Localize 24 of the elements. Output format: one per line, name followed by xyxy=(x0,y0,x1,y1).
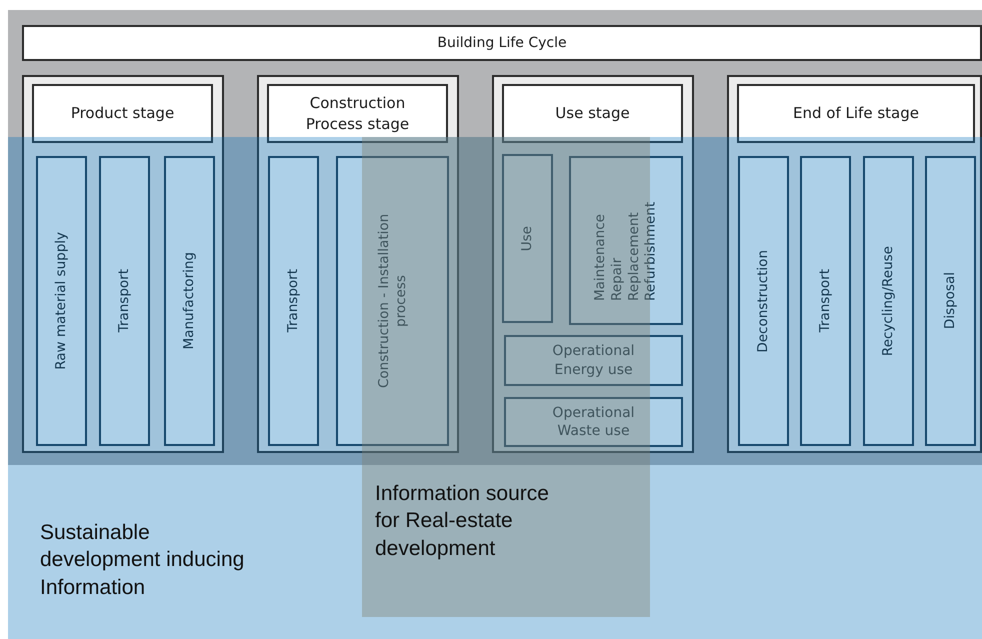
stage-panel xyxy=(727,75,982,453)
stage-panel xyxy=(22,75,224,453)
substage-box: Recycling/Reuse xyxy=(863,156,914,446)
overlay-band xyxy=(8,137,982,639)
substage-box: Manufactoring xyxy=(164,156,215,446)
stage-header: End of Life stage xyxy=(737,84,975,143)
substage-box: Construction - Installation process xyxy=(336,156,449,446)
substage-box: Use xyxy=(502,154,553,323)
substage-box: Deconstruction xyxy=(738,156,789,446)
stage-panel xyxy=(257,75,459,453)
substage-box: Maintenance Repair Replacement Refurbishment xyxy=(569,156,683,325)
stage-header: Product stage xyxy=(32,84,213,143)
substage-box: Transport xyxy=(268,156,319,446)
substage-box: Transport xyxy=(800,156,851,446)
lifecycle-banner: Building Life Cycle xyxy=(22,25,982,61)
stage-header: Construction Process stage xyxy=(267,84,448,143)
substage-box: Operational Waste use xyxy=(504,397,683,447)
band-text: Information source for Real-estate development xyxy=(375,481,550,562)
stage-header: Use stage xyxy=(502,84,683,143)
substage-box: Transport xyxy=(99,156,150,446)
substage-box: Operational Energy use xyxy=(504,335,683,386)
substage-box: Disposal xyxy=(925,156,976,446)
band-text: Sustainable development inducing Information xyxy=(40,520,246,601)
substage-box: Raw material supply xyxy=(36,156,87,446)
